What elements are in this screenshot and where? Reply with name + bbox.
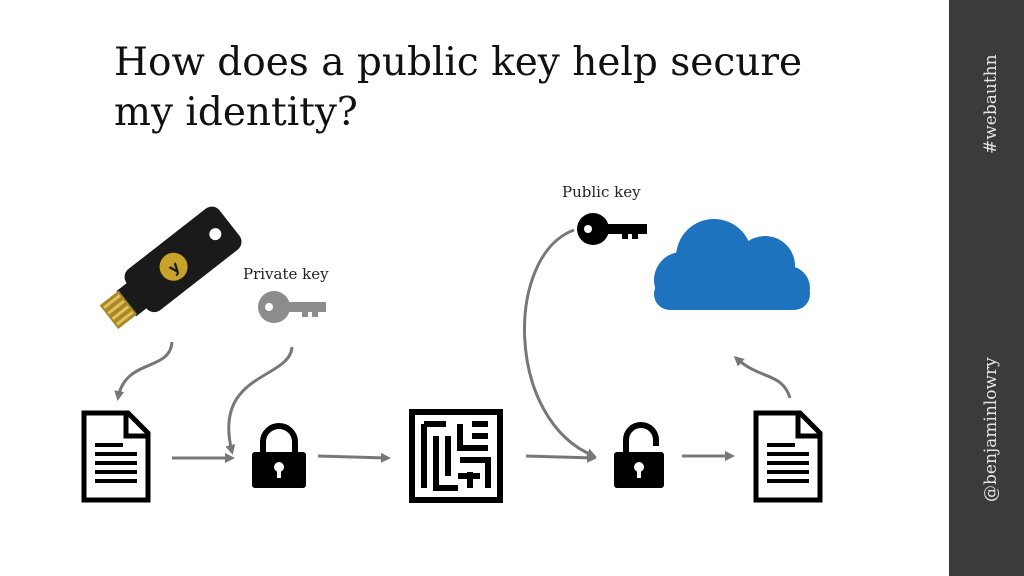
slide-title: How does a public key help secure my ide… [114,38,894,138]
arrow-maze-to-unlock [525,452,597,463]
public-key-label: Public key [562,183,641,201]
document-icon-left [81,410,151,503]
security-key-icon: y [99,206,242,330]
title-line-1: How does a public key help secure [114,40,803,85]
document-icon-right [753,410,823,503]
hashtag-label: #webauthn [981,54,1001,154]
flow-diagram: y [81,206,823,503]
handle-label: @benjaminlowry [981,357,1001,502]
unlock-icon [614,422,664,488]
arrow-private-key-to-lock [225,346,294,455]
title-line-2: my identity? [114,90,358,135]
arrow-lock-to-maze [317,452,391,463]
private-key-icon [258,291,326,323]
public-key-icon [577,213,647,245]
lock-icon [252,423,306,488]
cloud-icon [654,219,810,310]
maze-icon [409,409,503,503]
arrow-key-to-document [114,341,174,401]
arrow-public-key-to-unlock [523,228,597,458]
private-key-label: Private key [243,265,329,283]
sidebar: #webauthn @benjaminlowry [949,0,1024,576]
arrow-document-to-cloud [733,355,792,399]
